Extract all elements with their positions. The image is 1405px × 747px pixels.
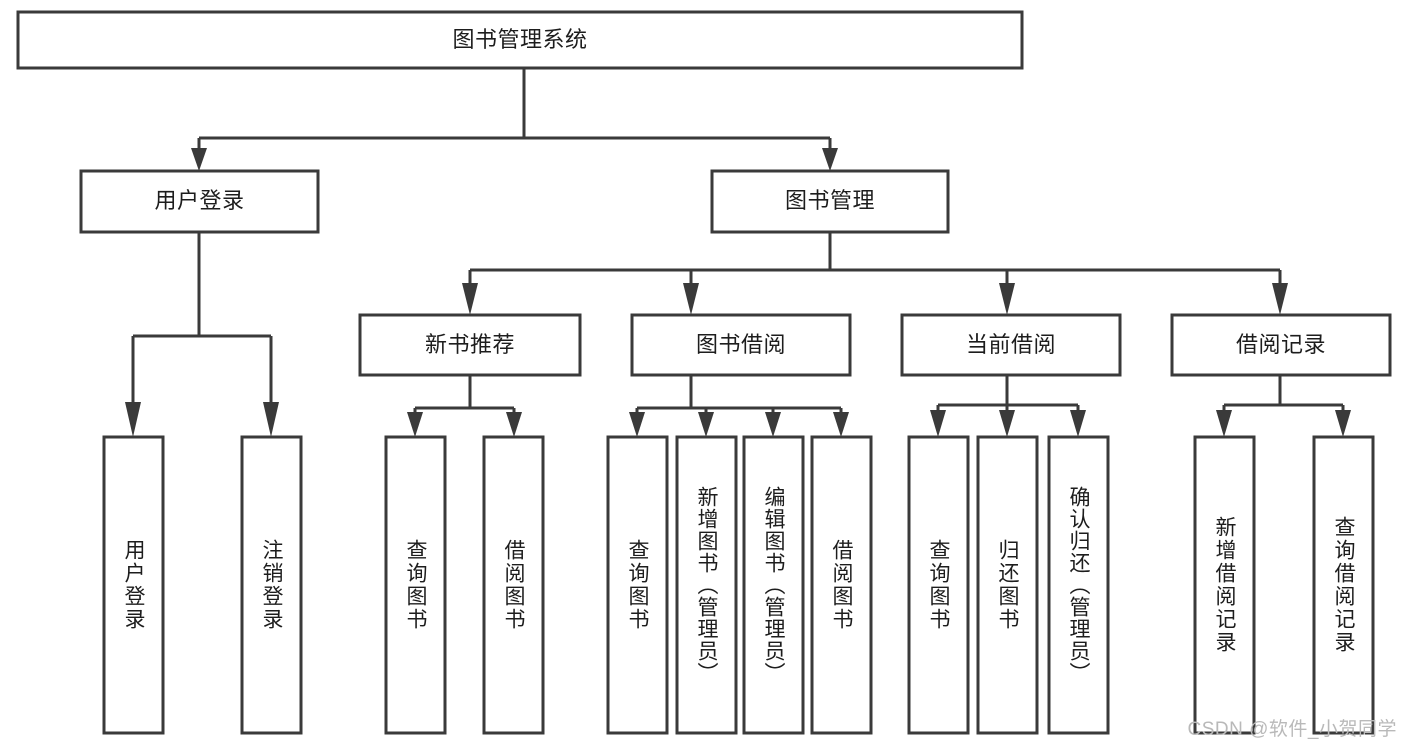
node-box-root[interactable] [16,10,1024,70]
arrowhead-leaf-query-record [1335,410,1351,437]
arrowhead-leaf-add-record [1216,410,1232,437]
connector-group-new-book-recommend [407,375,522,437]
arrowhead-leaf-edit-book [765,412,781,437]
node-box-borrow-record[interactable] [1170,313,1392,377]
arrowhead-current-borrow [999,283,1015,315]
arrowhead-leaf-borrow-book-1 [506,412,522,437]
arrowhead-new-book-recommend [462,283,478,315]
arrowhead-leaf-user-login [125,402,141,437]
connector-group-user-login [125,232,279,437]
arrowhead-leaf-borrow-book-2 [833,412,849,437]
node-box-new-book-recommend[interactable] [358,313,582,377]
arrowhead-leaf-add-book [698,412,714,437]
arrowhead-leaf-query-book-2 [629,412,645,437]
connector-group-book-management [462,232,1288,315]
node-box-leaf-add-record[interactable] [1193,435,1256,735]
arrowhead-leaf-user-logout [263,402,279,437]
watermark-text: CSDN @软件_小贺同学 [1187,719,1397,740]
connector-group-root [191,68,838,171]
node-box-leaf-edit-book[interactable] [742,435,805,735]
node-box-user-login[interactable] [79,169,320,234]
arrowhead-borrow-record [1272,283,1288,315]
arrowhead-leaf-query-book-3 [930,410,946,437]
connector-group-borrow-record [1216,375,1351,437]
node-box-leaf-query-book-2[interactable] [606,435,669,735]
connector-group-book-borrow [629,375,849,437]
node-box-leaf-borrow-book-1[interactable] [482,435,545,735]
arrowhead-leaf-query-book-1 [407,412,423,437]
node-box-leaf-query-record[interactable] [1312,435,1375,735]
node-box-leaf-user-logout[interactable] [240,435,303,735]
node-box-leaf-borrow-book-2[interactable] [810,435,873,735]
arrowhead-book-management [822,148,838,171]
arrowhead-leaf-return-book [999,410,1015,437]
node-box-book-borrow[interactable] [630,313,852,377]
node-box-leaf-confirm-return[interactable] [1047,435,1110,735]
node-box-leaf-return-book[interactable] [976,435,1039,735]
node-box-leaf-add-book[interactable] [675,435,738,735]
node-box-leaf-query-book-3[interactable] [907,435,970,735]
node-box-leaf-user-login[interactable] [102,435,165,735]
connector-group-current-borrow [930,375,1086,437]
node-box-current-borrow[interactable] [900,313,1122,377]
node-box-book-management[interactable] [710,169,950,234]
arrowhead-leaf-confirm-return [1070,410,1086,437]
arrowhead-user-login [191,148,207,171]
node-box-leaf-query-book-1[interactable] [384,435,447,735]
arrowhead-book-borrow [683,283,699,315]
